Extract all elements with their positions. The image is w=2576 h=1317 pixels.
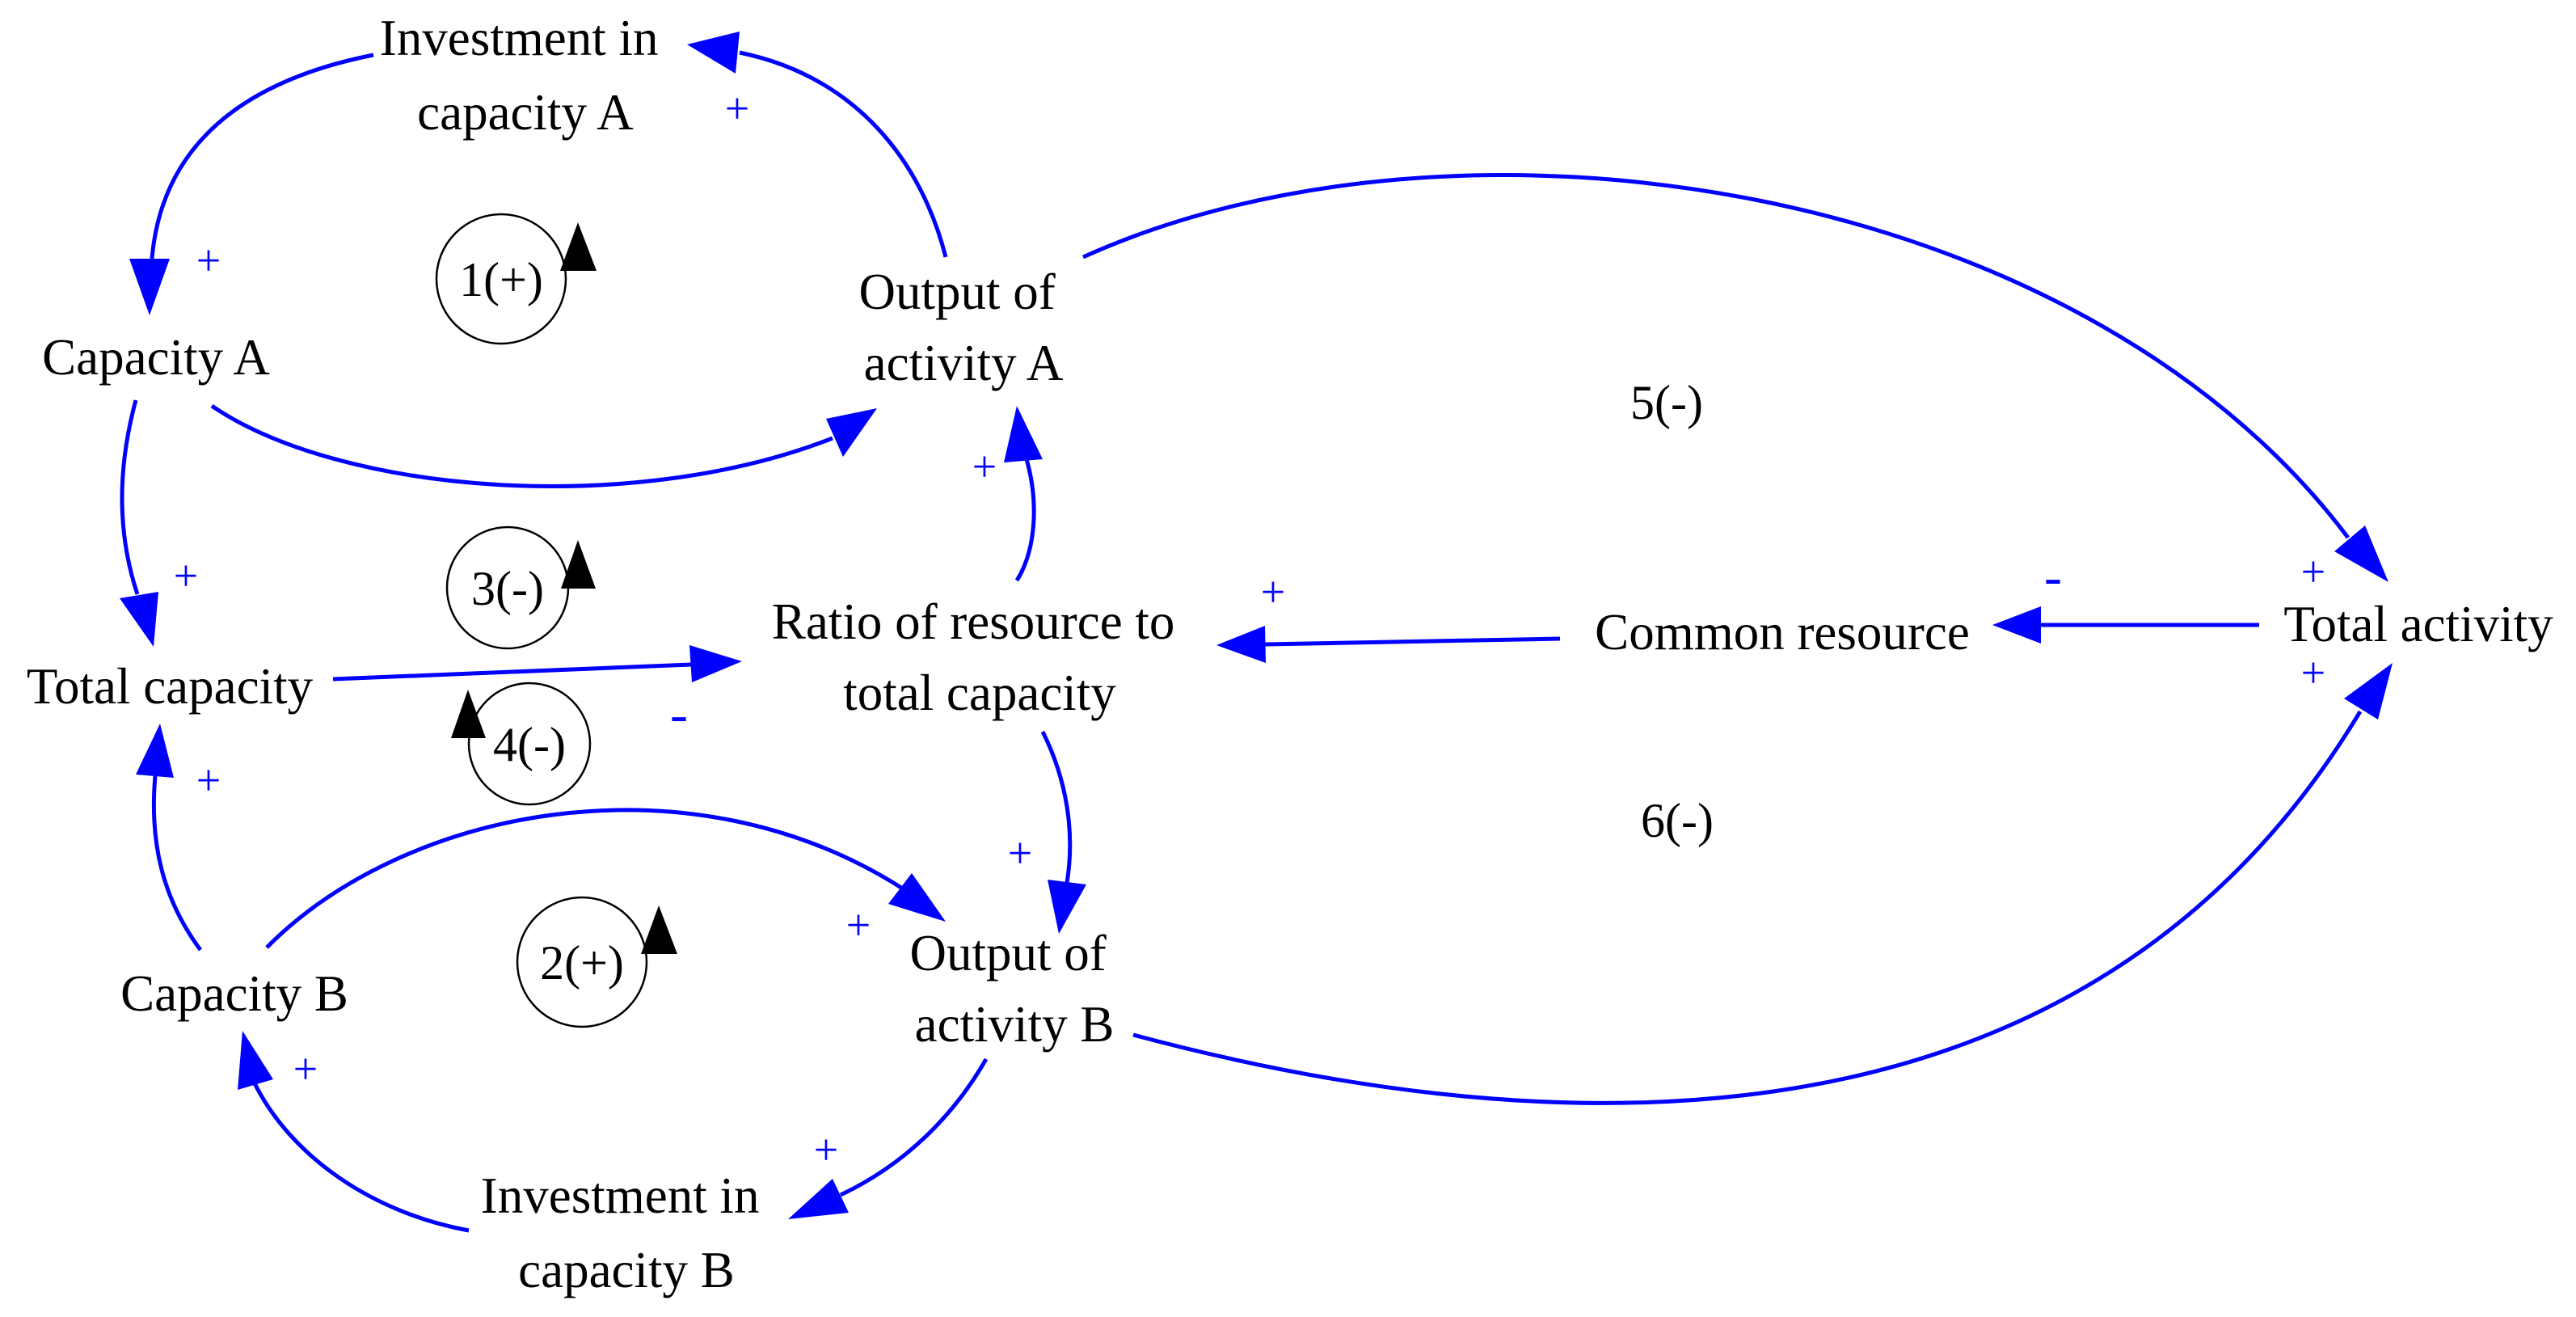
polarity-output-b-to-total-activity: + <box>2301 648 2325 697</box>
link-ratio-to-output-a <box>1014 458 1036 582</box>
link-ratio-to-output-b <box>1040 730 1073 884</box>
ratio-line-1: Ratio of resource to <box>772 593 1175 650</box>
investment-b-line-1: Investment in <box>481 1167 760 1224</box>
variable-common-resource: Common resource <box>1595 604 1970 661</box>
polarity-signs: + + + + + - + + - + + + + + <box>174 84 2325 1174</box>
link-capacity-a-to-output-a <box>210 403 833 488</box>
polarity-capacity-b-to-output-b: + <box>846 901 871 949</box>
loop-1-arrow-icon <box>560 222 597 271</box>
arrowhead-output-a-from-ratio <box>1004 406 1043 462</box>
variables: Investment in capacity A Capacity A Outp… <box>27 10 2553 1298</box>
loop-marker-2: 2(+) <box>516 896 677 1028</box>
variable-ratio-of-resource-to-total-capacity: Ratio of resource to total capacity <box>772 593 1187 721</box>
arrowhead-investment-a <box>687 32 740 74</box>
arrowhead-output-b-from-capacity <box>888 873 946 922</box>
link-output-a-to-total-activity <box>1081 173 2350 539</box>
polarity-output-a-to-investment-a: + <box>725 84 749 133</box>
arrowhead-total-capacity-from-b <box>136 724 174 778</box>
link-common-resource-to-ratio <box>1264 636 1561 647</box>
arrowhead-total-capacity-from-a <box>120 592 158 647</box>
arrowhead-investment-b <box>788 1179 849 1219</box>
loop-4-arrow-icon <box>451 690 486 738</box>
variable-capacity-a: Capacity A <box>42 329 270 386</box>
output-a-line-1: Output of <box>859 264 1056 320</box>
causal-links <box>120 32 2393 1233</box>
link-total-capacity-to-ratio <box>332 662 692 682</box>
variable-output-of-activity-a: Output of activity A <box>859 264 1069 391</box>
variable-capacity-b: Capacity B <box>120 965 348 1022</box>
arrowhead-ratio-from-total-capacity <box>689 645 742 682</box>
arrowhead-total-activity-from-a <box>2334 526 2388 582</box>
polarity-investment-a-to-capacity-a: + <box>196 236 221 285</box>
arrowhead-output-b-from-ratio <box>1048 880 1086 934</box>
output-b-line-2: activity B <box>915 996 1115 1053</box>
loop-2-arrow-icon <box>641 905 677 954</box>
loop-markers: 1(+) 2(+) 3(-) 4(-) 5(-) 6(-) <box>435 213 1714 1028</box>
loop-1-circle <box>435 213 567 345</box>
arrowhead-common-resource <box>1992 606 2041 644</box>
investment-a-line-1: Investment in <box>380 10 659 66</box>
arrowhead-ratio-from-resource <box>1216 626 1266 663</box>
link-capacity-a-to-total-capacity <box>120 399 140 595</box>
ratio-line-2: total capacity <box>843 665 1116 721</box>
polarity-total-capacity-to-ratio: - <box>670 685 688 744</box>
arrowhead-capacity-b <box>238 1031 273 1090</box>
link-capacity-b-to-output-b <box>265 808 903 949</box>
link-investment-a-to-capacity-a <box>150 53 374 260</box>
loop-4-circle <box>467 682 592 806</box>
loop-marker-3: 3(-) <box>445 526 596 650</box>
variable-investment-in-capacity-a: Investment in capacity A <box>380 10 671 141</box>
arrowhead-total-activity-from-b <box>2344 663 2393 720</box>
link-investment-b-to-capacity-b <box>252 1082 470 1233</box>
investment-b-line-2: capacity B <box>518 1242 735 1298</box>
output-b-line-1: Output of <box>910 925 1107 981</box>
loop-6-label: 6(-) <box>1641 794 1714 847</box>
variable-investment-in-capacity-b: Investment in capacity B <box>481 1167 772 1298</box>
polarity-total-activity-to-common-resource: - <box>2044 547 2062 606</box>
loop-3-label: 3(-) <box>471 562 544 615</box>
link-output-b-to-total-activity <box>1132 710 2363 1105</box>
loop-3-arrow-icon <box>561 540 596 589</box>
output-a-line-2: activity A <box>864 335 1064 391</box>
link-output-b-to-investment-b <box>839 1057 989 1197</box>
loop-marker-4: 4(-) <box>451 682 592 806</box>
polarity-capacity-a-to-total-capacity: + <box>174 551 198 600</box>
loop-2-circle <box>516 896 648 1028</box>
variable-output-of-activity-b: Output of activity B <box>910 925 1119 1053</box>
variable-total-activity: Total activity <box>2283 596 2553 652</box>
loop-marker-1: 1(+) <box>435 213 597 345</box>
polarity-output-a-to-total-activity: + <box>2301 547 2325 596</box>
polarity-ratio-to-output-b: + <box>1008 829 1032 877</box>
link-output-a-to-investment-a <box>739 50 948 258</box>
arrowhead-output-a-from-capacity <box>826 408 877 457</box>
polarity-capacity-b-to-total-capacity: + <box>196 756 221 804</box>
link-capacity-b-to-total-capacity <box>151 775 203 952</box>
polarity-common-resource-to-ratio: + <box>1261 568 1285 616</box>
loop-4-label: 4(-) <box>493 718 566 771</box>
polarity-ratio-to-output-a: + <box>972 442 997 491</box>
variable-total-capacity: Total capacity <box>27 658 314 715</box>
polarity-investment-b-to-capacity-b: + <box>293 1045 318 1093</box>
arrowhead-capacity-a <box>129 259 170 315</box>
investment-a-line-2: capacity A <box>417 84 634 141</box>
loop-1-label: 1(+) <box>459 253 543 306</box>
loop-2-label: 2(+) <box>540 936 624 990</box>
polarity-output-b-to-investment-b: + <box>814 1125 838 1174</box>
loop-5-label: 5(-) <box>1630 376 1703 429</box>
